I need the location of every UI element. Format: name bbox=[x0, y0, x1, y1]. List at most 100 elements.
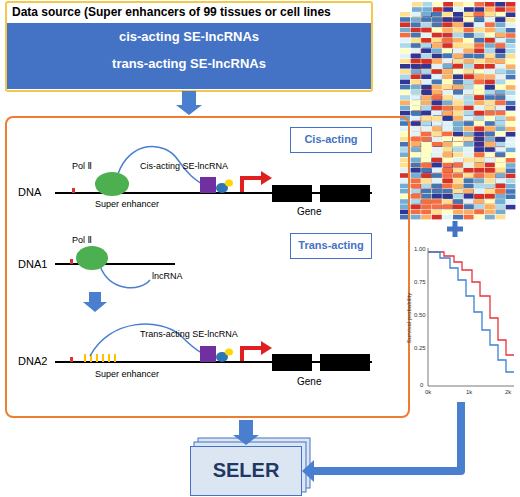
heatmap-cell bbox=[464, 44, 474, 49]
heatmap-cell bbox=[433, 132, 443, 137]
heatmap-cell bbox=[442, 43, 452, 48]
heatmap-cell bbox=[412, 7, 422, 12]
heatmap-cell bbox=[411, 194, 421, 199]
heatmap-cell bbox=[464, 59, 474, 64]
heatmap-cell bbox=[474, 74, 484, 79]
heatmap-cell bbox=[474, 158, 484, 163]
heatmap-cell bbox=[464, 204, 474, 209]
heatmap-cell bbox=[454, 28, 464, 33]
heatmap-cell bbox=[495, 184, 505, 189]
heatmap-cell bbox=[421, 54, 431, 59]
heatmap-cell bbox=[453, 126, 463, 131]
heatmap-cell bbox=[495, 111, 505, 116]
heatmap-cell bbox=[485, 168, 495, 173]
flow-arrow bbox=[314, 402, 461, 471]
heatmap-cell bbox=[485, 7, 495, 12]
heatmap-cell bbox=[454, 85, 464, 90]
heatmap-cell bbox=[474, 137, 484, 142]
heatmap-cell bbox=[421, 28, 431, 33]
heatmap-cell bbox=[495, 69, 505, 74]
chart-axis bbox=[428, 248, 514, 386]
heatmap-cell bbox=[454, 12, 464, 17]
axis-label: 0.25 bbox=[414, 345, 426, 352]
heatmap-cell bbox=[453, 48, 463, 53]
heatmap-cell bbox=[421, 189, 431, 194]
heatmap-cell bbox=[485, 38, 495, 43]
heatmap-cell bbox=[495, 7, 505, 12]
heatmap-cell bbox=[474, 205, 484, 210]
heatmap-cell bbox=[411, 64, 421, 69]
heatmap-cell bbox=[495, 168, 505, 173]
label-text: Super enhancer bbox=[95, 200, 159, 210]
heatmap-cell bbox=[442, 152, 452, 157]
heatmap-cell bbox=[464, 64, 474, 69]
heatmap-cell bbox=[400, 43, 410, 48]
heatmap-cell bbox=[433, 7, 443, 12]
heatmap-cell bbox=[453, 43, 463, 48]
heatmap-cell bbox=[464, 111, 474, 116]
heatmap-cell bbox=[433, 75, 443, 80]
heatmap-cell bbox=[422, 2, 432, 7]
heatmap-cell bbox=[495, 204, 505, 209]
heatmap-cell bbox=[443, 33, 453, 38]
heatmap-cell bbox=[400, 80, 410, 85]
heatmap-cell bbox=[442, 111, 452, 116]
heatmap-cell bbox=[485, 44, 495, 49]
heatmap-cell bbox=[432, 54, 442, 59]
heatmap-cell bbox=[442, 204, 452, 209]
exon-block bbox=[320, 354, 370, 371]
heatmap-cell bbox=[421, 173, 431, 178]
heatmap-cell bbox=[495, 54, 505, 59]
heatmap-cell bbox=[442, 85, 452, 90]
heatmap-cell bbox=[442, 95, 452, 100]
label-text: Cis-acting bbox=[291, 133, 371, 145]
heatmap-cell bbox=[495, 22, 505, 27]
heatmap-cell bbox=[474, 95, 484, 100]
exon-block bbox=[320, 185, 370, 202]
heatmap-cell bbox=[495, 95, 505, 100]
heatmap-cell bbox=[495, 85, 505, 90]
heatmap-cell bbox=[411, 17, 421, 22]
heatmap-cell bbox=[506, 49, 516, 54]
heatmap-cell bbox=[464, 12, 474, 17]
heatmap-cell bbox=[474, 168, 484, 173]
heatmap-cell bbox=[432, 173, 442, 178]
heatmap-cell bbox=[443, 106, 453, 111]
heatmap-cell bbox=[474, 148, 484, 153]
heatmap-cell bbox=[485, 178, 495, 183]
heatmap-cell bbox=[433, 54, 443, 59]
heatmap-cell bbox=[485, 142, 495, 147]
protein-oval bbox=[225, 349, 233, 356]
heatmap-cell bbox=[485, 43, 495, 48]
heatmap-cell bbox=[432, 163, 442, 168]
heatmap-cell bbox=[495, 121, 505, 126]
heatmap-cell bbox=[506, 101, 516, 106]
heatmap-cell bbox=[464, 12, 474, 17]
heatmap-cell bbox=[464, 142, 474, 147]
heatmap-cell bbox=[443, 85, 453, 90]
heatmap-cell bbox=[443, 205, 453, 210]
heatmap-cell bbox=[485, 200, 495, 205]
heatmap-cell bbox=[495, 59, 505, 64]
heatmap-cell bbox=[474, 111, 484, 116]
heatmap-cell bbox=[453, 163, 463, 168]
heatmap-cell bbox=[443, 80, 453, 85]
tss-mark bbox=[72, 188, 75, 193]
heatmap-cell bbox=[495, 210, 505, 215]
heatmap-cell bbox=[474, 18, 484, 23]
heatmap-cell bbox=[464, 17, 474, 22]
heatmap-cell bbox=[485, 147, 495, 152]
heatmap-cell bbox=[454, 18, 464, 23]
heatmap-cell bbox=[432, 168, 442, 173]
heatmap-cell bbox=[453, 111, 463, 116]
heatmap-cell bbox=[474, 28, 484, 33]
survival-plot: Survival probability1.000.750.500.2500k1… bbox=[405, 240, 517, 400]
heatmap-cell bbox=[432, 189, 442, 194]
heatmap-cell bbox=[432, 59, 442, 64]
heatmap-cell bbox=[443, 101, 453, 106]
heatmap-cell bbox=[442, 48, 452, 53]
heatmap-cell bbox=[506, 23, 516, 28]
label-text: Pol Ⅱ bbox=[72, 162, 92, 172]
heatmap-cell bbox=[495, 178, 505, 183]
heatmap-cell bbox=[443, 18, 453, 23]
